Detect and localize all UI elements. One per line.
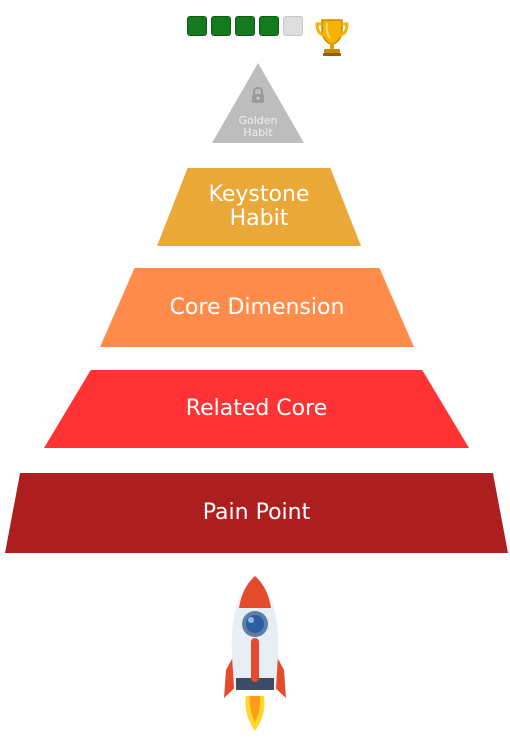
progress-step-4 xyxy=(259,16,279,36)
rocket-icon xyxy=(224,576,286,731)
tier-label-keystone-habit: Keystone Habit xyxy=(208,182,310,231)
tier-keystone-habit[interactable]: Keystone Habit xyxy=(157,168,361,246)
progress-step-1 xyxy=(187,16,207,36)
tier-core-dimension[interactable]: Core Dimension xyxy=(100,268,414,347)
progress-step-2 xyxy=(211,16,231,36)
progress-tracker xyxy=(187,16,307,36)
progress-step-5 xyxy=(283,16,303,36)
tier-label-pain-point: Pain Point xyxy=(202,500,311,526)
progress-step-3 xyxy=(235,16,255,36)
tier-label-core-dimension: Core Dimension xyxy=(169,294,345,320)
trophy-icon xyxy=(315,19,349,56)
lock-icon xyxy=(252,86,264,103)
tier-related-core[interactable]: Related Core xyxy=(44,370,469,448)
tier-label-related-core: Related Core xyxy=(185,396,328,422)
tier-label-golden-habit: Golden Habit xyxy=(238,114,278,140)
tier-pain-point[interactable]: Pain Point xyxy=(5,473,508,553)
